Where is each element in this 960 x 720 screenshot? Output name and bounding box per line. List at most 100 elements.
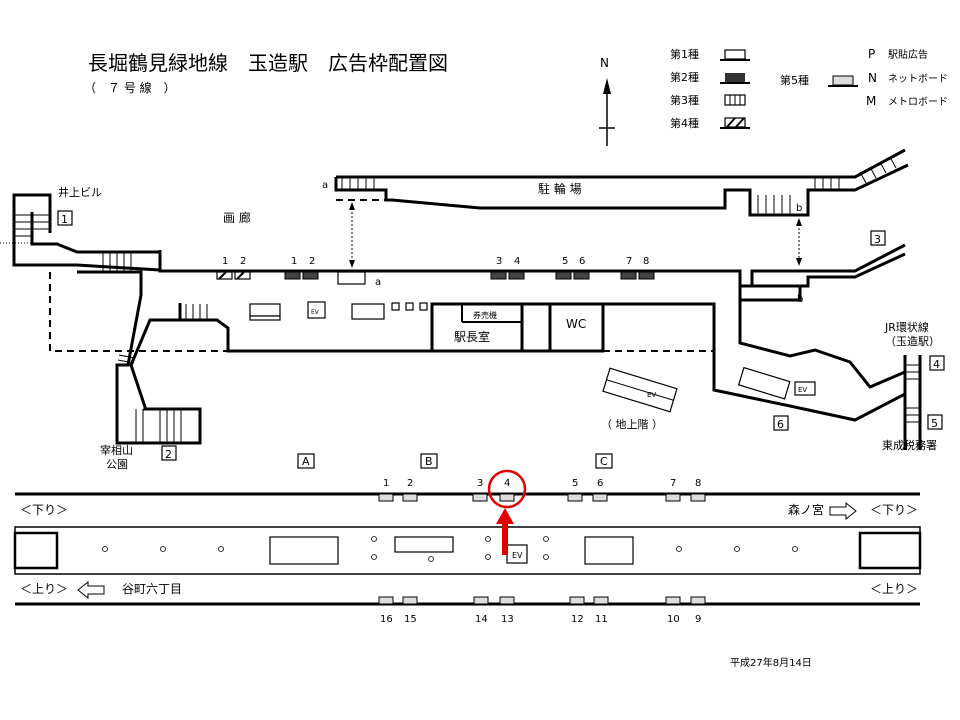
ev-label-ground: EV [647, 391, 656, 399]
svg-text:第5種: 第5種 [780, 73, 809, 87]
highlight-arrow-icon [496, 508, 514, 555]
svg-text:5: 5 [562, 256, 568, 267]
platform-ad-frame [690, 596, 706, 605]
ev-label-exit6: EV [798, 386, 807, 394]
platform-ad-frame [402, 596, 418, 605]
svg-text:1: 1 [222, 256, 228, 267]
inoue-building-label: 井上ビル [58, 185, 102, 199]
svg-text:N: N [600, 56, 609, 70]
platform-ad-frame [499, 493, 515, 502]
marker-b-top: b [796, 203, 802, 214]
svg-text:4: 4 [933, 358, 940, 371]
platform-ad-number: 9 [695, 614, 701, 625]
platform-ad-frame [569, 596, 585, 605]
ticket-machine-label: 券売機 [473, 310, 497, 320]
type3-ad-icon [724, 94, 746, 106]
svg-text:第2種: 第2種 [670, 70, 699, 84]
svg-text:2: 2 [240, 256, 246, 267]
platform-ad-number: 7 [670, 478, 676, 489]
zone-c: C [595, 453, 613, 469]
ground-floor-label: （ 地上階 ） [601, 417, 663, 431]
platform-ad-number: 3 [477, 478, 483, 489]
highlight-circle [487, 469, 527, 509]
exit-1: 1 [57, 210, 73, 226]
svg-text:メトロボード: メトロボード [888, 96, 948, 108]
page-subtitle: （ ７ 号 線 ） [84, 80, 176, 95]
type4-ad-icon [720, 117, 750, 129]
platform-ad-number: 15 [404, 614, 417, 625]
platform-ad-number: 11 [595, 614, 608, 625]
tanimachi-label: 谷町六丁目 [122, 582, 182, 596]
platform-ad-frame [567, 493, 583, 502]
svg-text:8: 8 [643, 256, 649, 267]
arrow-left-icon [77, 580, 105, 600]
platform-ad-frame [402, 493, 418, 502]
platform-ad-number: 2 [407, 478, 413, 489]
station-office-label: 駅長室 [454, 329, 490, 344]
bicycle-parking-label: 駐 輪 場 [538, 181, 582, 196]
platform-ad-frame [665, 493, 681, 502]
svg-text:1: 1 [291, 256, 297, 267]
svg-text:3: 3 [496, 256, 502, 267]
jr-line-label: JR環状線 [884, 320, 929, 334]
svg-text:2: 2 [165, 448, 172, 461]
arrow-right-icon [829, 501, 857, 521]
platform-ad-frame [378, 596, 394, 605]
svg-text:6: 6 [579, 256, 585, 267]
saishoyama-label: 宰相山 [100, 443, 133, 457]
page-title: 長堀鶴見緑地線 玉造駅 広告枠配置図 [88, 51, 448, 75]
platform-ad-frame [665, 596, 681, 605]
svg-text:5: 5 [931, 417, 938, 430]
north-arrow-icon: N [599, 56, 615, 146]
svg-text:第1種: 第1種 [670, 47, 699, 61]
platform-ad-number: 16 [380, 614, 393, 625]
platform-ad-frame [593, 596, 609, 605]
platform-ad-number: 8 [695, 478, 701, 489]
svg-text:第3種: 第3種 [670, 93, 699, 107]
marker-a-bottom: a [375, 277, 381, 288]
svg-text:2: 2 [309, 256, 315, 267]
platform-ad-frame [378, 493, 394, 502]
svg-text:B: B [425, 455, 433, 468]
marker-b-bottom: b [797, 294, 803, 305]
platform-bottom-ads: 16 15 14 13 12 11 10 9 [378, 596, 706, 625]
zone-a: A [297, 453, 315, 469]
platform-ad-number: 12 [571, 614, 584, 625]
exit-2: 2 [161, 445, 177, 461]
exit-6: 6 [773, 415, 789, 431]
type2-ad-icon [725, 73, 745, 82]
up-label-right: ＜上り＞ [870, 582, 918, 596]
platform-ad-frame [472, 493, 488, 502]
jr-station-label: （玉造駅） [885, 334, 940, 348]
svg-text:M: M [866, 94, 876, 108]
exit-3: 3 [870, 230, 886, 246]
svg-text:A: A [302, 455, 310, 468]
svg-text:ネットボード: ネットボード [888, 73, 948, 85]
type1-ad-icon [724, 49, 746, 60]
svg-text:第4種: 第4種 [670, 116, 699, 130]
platform-ad-frame [473, 596, 489, 605]
tax-office-label: 東成税務署 [882, 438, 937, 452]
exit-5: 5 [927, 414, 943, 430]
platform-ad-frame [499, 596, 515, 605]
park-label: 公園 [106, 458, 128, 471]
svg-text:C: C [600, 455, 608, 468]
ev-label-platform: EV [512, 551, 523, 560]
gallery-label: 画 廊 [223, 210, 251, 225]
platform-ad-number: 14 [475, 614, 488, 625]
platform-ad-number: 13 [501, 614, 514, 625]
platform: EV [13, 492, 922, 606]
platform-ad-number: 4 [504, 478, 510, 489]
platform-ad-frame [592, 493, 608, 502]
platform-ad-number: 10 [667, 614, 680, 625]
svg-text:4: 4 [514, 256, 520, 267]
concourse-plan: EV EV EV [0, 148, 922, 450]
platform-ad-number: 6 [597, 478, 603, 489]
date-label: 平成27年8月14日 [730, 656, 812, 669]
platform-ad-frame [690, 493, 706, 502]
svg-text:7: 7 [626, 256, 632, 267]
svg-text:3: 3 [874, 233, 881, 246]
